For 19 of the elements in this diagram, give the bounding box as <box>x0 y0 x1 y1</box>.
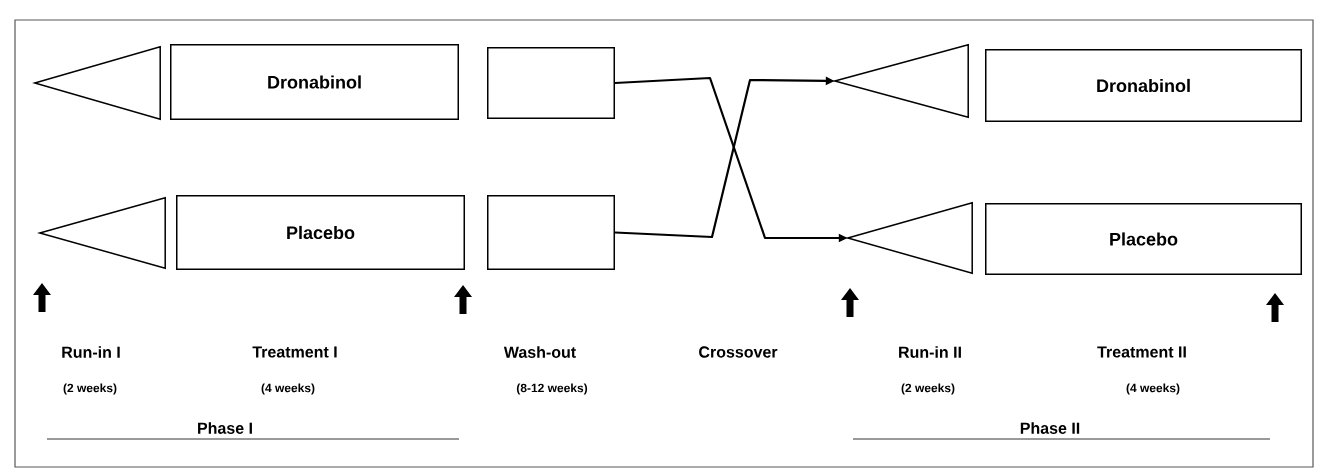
stage-label: Phase II <box>1020 422 1080 434</box>
treatment-box: Placebo <box>176 195 465 270</box>
duration-label: (2 weeks) <box>901 383 955 395</box>
stage-label: Treatment II <box>1097 346 1186 358</box>
stage-label: Wash-out <box>503 346 576 358</box>
stage-label: Run-in I <box>62 346 120 358</box>
duration-label: (4 weeks) <box>261 383 315 395</box>
duration-label: (2 weeks) <box>63 383 117 395</box>
stage-label: Phase I <box>198 422 252 434</box>
stage-label: Crossover <box>699 346 778 358</box>
wash-out-box <box>487 195 615 270</box>
treatment-box: Placebo <box>985 203 1302 275</box>
treatment-box: Dronabinol <box>170 44 459 120</box>
wash-out-box <box>487 47 615 119</box>
treatment-box: Dronabinol <box>985 49 1302 122</box>
duration-label: (4 weeks) <box>1126 383 1180 395</box>
stage-label: Run-in II <box>899 346 961 358</box>
stage-label: Treatment I <box>252 346 337 358</box>
duration-label: (8-12 weeks) <box>516 383 588 395</box>
